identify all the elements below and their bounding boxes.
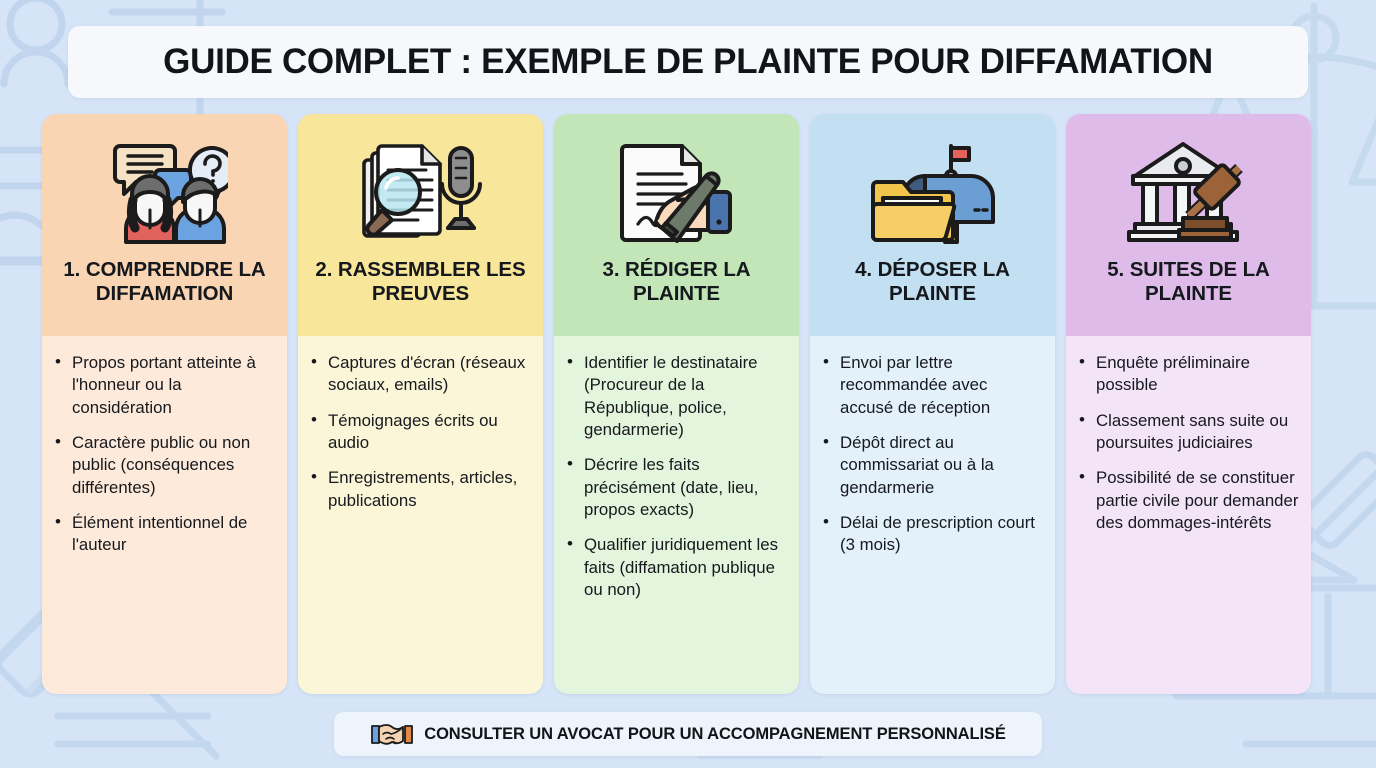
steps-container: 1. COMPRENDRE LA DIFFAMATION Propos port… — [42, 114, 1334, 694]
step-card-1-body: Propos portant atteinte à l'honneur ou l… — [42, 336, 287, 694]
step-card-1-header: 1. COMPRENDRE LA DIFFAMATION — [42, 114, 287, 336]
list-item: Enquête préliminaire possible — [1076, 351, 1299, 397]
footer-cta-bar[interactable]: CONSULTER UN AVOCAT POUR UN ACCOMPAGNEME… — [334, 712, 1042, 756]
list-item: Délai de prescription court (3 mois) — [820, 511, 1043, 557]
step-card-1-title: 1. COMPRENDRE LA DIFFAMATION — [63, 258, 266, 306]
step-card-2-header: 2. RASSEMBLER LES PREUVES — [298, 114, 543, 336]
step-card-3[interactable]: 3. RÉDIGER LA PLAINTE Identifier le dest… — [554, 114, 799, 694]
list-item: Caractère public ou non public (conséque… — [52, 431, 275, 499]
list-item: Élément intentionnel de l'auteur — [52, 511, 275, 557]
courthouse-gavel-icon — [1126, 136, 1251, 248]
step-card-4-header: 4. DÉPOSER LA PLAINTE — [810, 114, 1055, 336]
list-item: Décrire les faits précisément (date, lie… — [564, 453, 787, 521]
handshake-icon — [370, 718, 414, 750]
step-card-2-bullets: Captures d'écran (réseaux sociaux, email… — [308, 351, 531, 512]
list-item: Classement sans suite ou poursuites judi… — [1076, 409, 1299, 455]
hand-writing-document-icon — [616, 136, 738, 248]
list-item: Dépôt direct au commissariat ou à la gen… — [820, 431, 1043, 499]
list-item: Identifier le destinataire (Procureur de… — [564, 351, 787, 441]
list-item: Captures d'écran (réseaux sociaux, email… — [308, 351, 531, 397]
page-title-bar: GUIDE COMPLET : EXEMPLE DE PLAINTE POUR … — [68, 26, 1308, 98]
step-card-3-title: 3. RÉDIGER LA PLAINTE — [602, 258, 751, 306]
step-card-3-bullets: Identifier le destinataire (Procureur de… — [564, 351, 787, 601]
speech-bubbles-people-icon — [102, 136, 228, 248]
step-card-2-title: 2. RASSEMBLER LES PREUVES — [315, 258, 526, 306]
folder-mailbox-icon — [869, 136, 997, 248]
list-item: Qualifier juridiquement les faits (diffa… — [564, 533, 787, 601]
step-card-4-bullets: Envoi par lettre recommandée avec accusé… — [820, 351, 1043, 557]
step-card-4-body: Envoi par lettre recommandée avec accusé… — [810, 336, 1055, 694]
step-card-5[interactable]: 5. SUITES DE LA PLAINTE Enquête prélimin… — [1066, 114, 1311, 694]
list-item: Propos portant atteinte à l'honneur ou l… — [52, 351, 275, 419]
page-title: GUIDE COMPLET : EXEMPLE DE PLAINTE POUR … — [163, 42, 1213, 81]
list-item: Envoi par lettre recommandée avec accusé… — [820, 351, 1043, 419]
list-item: Enregistrements, articles, publications — [308, 466, 531, 512]
step-card-5-body: Enquête préliminaire possible Classement… — [1066, 336, 1311, 694]
list-item: Possibilité de se constituer partie civi… — [1076, 466, 1299, 534]
step-card-2[interactable]: 2. RASSEMBLER LES PREUVES Captures d'écr… — [298, 114, 543, 694]
step-card-2-body: Captures d'écran (réseaux sociaux, email… — [298, 336, 543, 694]
step-card-4[interactable]: 4. DÉPOSER LA PLAINTE Envoi par lettre r… — [810, 114, 1055, 694]
step-card-5-header: 5. SUITES DE LA PLAINTE — [1066, 114, 1311, 336]
step-card-5-title: 5. SUITES DE LA PLAINTE — [1107, 258, 1270, 306]
step-card-1[interactable]: 1. COMPRENDRE LA DIFFAMATION Propos port… — [42, 114, 287, 694]
footer-cta-label: CONSULTER UN AVOCAT POUR UN ACCOMPAGNEME… — [424, 724, 1006, 743]
step-card-3-body: Identifier le destinataire (Procureur de… — [554, 336, 799, 694]
step-card-3-header: 3. RÉDIGER LA PLAINTE — [554, 114, 799, 336]
list-item: Témoignages écrits ou audio — [308, 409, 531, 455]
step-card-4-title: 4. DÉPOSER LA PLAINTE — [855, 258, 1010, 306]
step-card-5-bullets: Enquête préliminaire possible Classement… — [1076, 351, 1299, 534]
step-card-1-bullets: Propos portant atteinte à l'honneur ou l… — [52, 351, 275, 557]
documents-magnifier-microphone-icon — [356, 136, 486, 248]
